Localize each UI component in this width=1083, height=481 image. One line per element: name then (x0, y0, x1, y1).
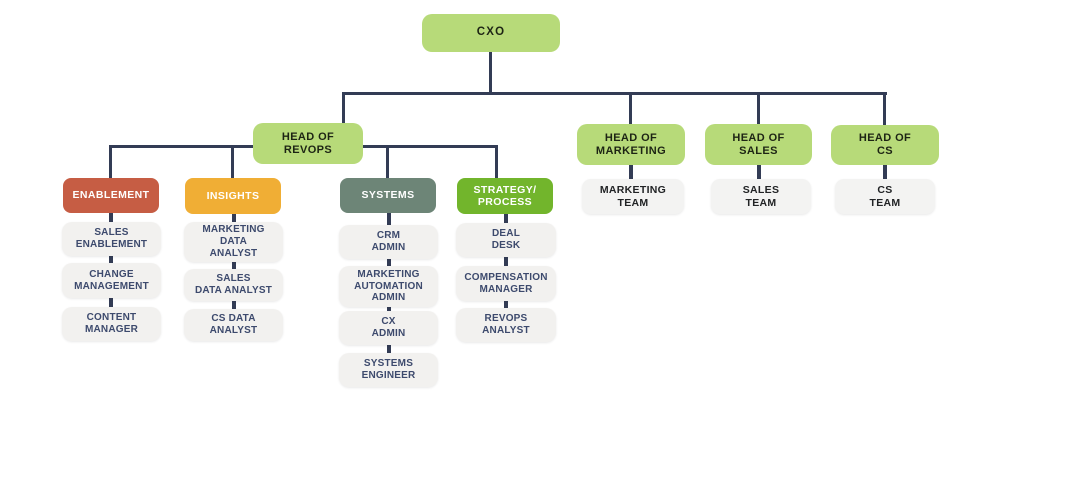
connector-stub (232, 260, 236, 271)
node-cs-team: CS TEAM (835, 179, 935, 214)
node-head-sales: HEAD OF SALES (705, 124, 812, 165)
connector-stub (387, 257, 391, 268)
connector-line (386, 145, 389, 180)
connector-stub (109, 296, 113, 309)
connector-line (883, 92, 886, 127)
node-role-sales-data-analyst: SALES DATA ANALYST (184, 269, 283, 301)
node-cxo: CXO (422, 14, 560, 52)
connector-stub (232, 212, 236, 224)
connector-line (342, 92, 887, 95)
connector-stub (232, 299, 236, 311)
connector-line (342, 92, 345, 125)
connector-line (489, 52, 492, 93)
connector-stub (109, 211, 113, 224)
node-sales-team: SALES TEAM (711, 179, 811, 214)
connector-line (757, 92, 760, 126)
node-role-marketing-data-analyst: MARKETING DATA ANALYST (184, 222, 283, 262)
node-head-revops: HEAD OF REVOPS (253, 123, 363, 164)
node-role-deal-desk: DEAL DESK (456, 223, 556, 257)
connector-stub (387, 305, 391, 313)
node-marketing-team: MARKETING TEAM (582, 179, 684, 214)
connector-stub (387, 211, 391, 227)
connector-stub (883, 163, 887, 181)
node-function-strategy-process: STRATEGY/ PROCESS (457, 178, 553, 214)
connector-stub (629, 163, 633, 181)
node-role-crm-admin: CRM ADMIN (339, 225, 438, 259)
connector-line (231, 145, 234, 180)
node-role-content-manager: CONTENT MANAGER (62, 307, 161, 341)
connector-line (110, 145, 253, 148)
node-function-enablement: ENABLEMENT (63, 178, 159, 213)
connector-stub (109, 254, 113, 265)
node-role-revops-analyst: REVOPS ANALYST (456, 308, 556, 342)
node-head-marketing: HEAD OF MARKETING (577, 124, 685, 165)
connector-stub (504, 299, 508, 310)
connector-line (363, 145, 498, 148)
node-function-insights: INSIGHTS (185, 178, 281, 214)
node-role-change-management: CHANGE MANAGEMENT (62, 263, 161, 298)
connector-stub (504, 255, 508, 268)
connector-line (629, 92, 632, 126)
node-role-marketing-automation-admin: MARKETING AUTOMATION ADMIN (339, 266, 438, 307)
node-head-cs: HEAD OF CS (831, 125, 939, 165)
connector-stub (387, 343, 391, 357)
node-role-sales-enablement: SALES ENABLEMENT (62, 222, 161, 256)
node-function-systems: SYSTEMS (340, 178, 436, 213)
node-role-cs-data-analyst: CS DATA ANALYST (184, 309, 283, 341)
connector-line (495, 145, 498, 180)
connector-stub (757, 163, 761, 181)
connector-stub (504, 212, 508, 225)
connector-line (109, 145, 112, 180)
node-role-cx-admin: CX ADMIN (339, 311, 438, 345)
node-role-compensation-manager: COMPENSATION MANAGER (456, 266, 556, 301)
node-role-systems-engineer: SYSTEMS ENGINEER (339, 353, 438, 387)
